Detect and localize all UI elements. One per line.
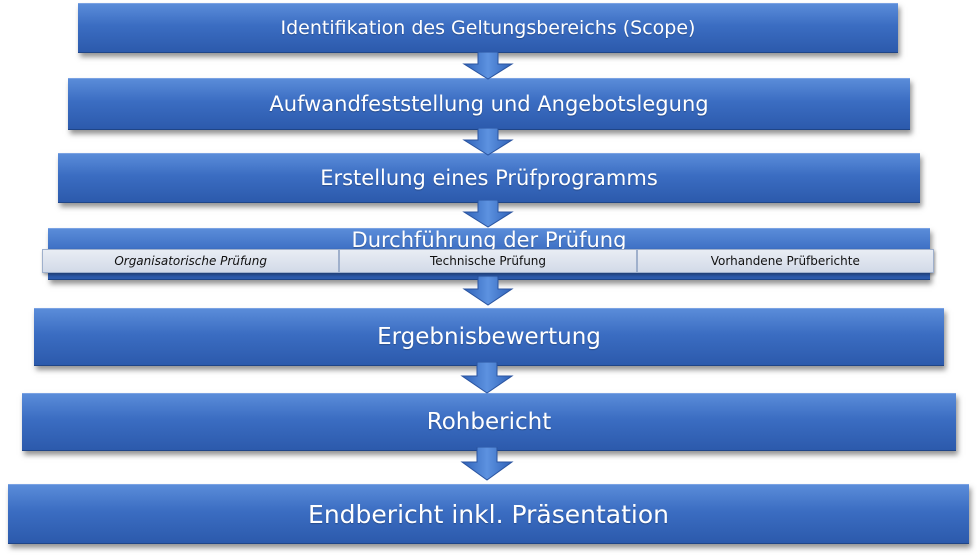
step-scope-identification: Identifikation des Geltungsbereichs (Sco… [78, 3, 898, 53]
down-arrow-icon [462, 52, 514, 80]
step-effort-and-offer: Aufwandfeststellung und Angebotslegung [68, 78, 910, 130]
subtask-technical: Technische Prüfung [339, 249, 637, 273]
step-label: Rohbericht [426, 409, 552, 435]
subtask-organizational: Organisatorische Prüfung [42, 249, 340, 273]
step-label: Durchführung der Prüfung [351, 228, 627, 252]
step-label: Identifikation des Geltungsbereichs (Sco… [280, 17, 696, 39]
step-draft-report: Rohbericht [22, 393, 956, 451]
step-label: Erstellung eines Prüfprogramms [320, 166, 658, 190]
step-result-evaluation: Ergebnisbewertung [34, 308, 944, 366]
down-arrow-icon [462, 276, 514, 306]
step-label: Ergebnisbewertung [377, 324, 601, 350]
subtask-existing-reports: Vorhandene Prüfberichte [636, 249, 934, 273]
down-arrow-icon [462, 200, 514, 228]
step-label: Endbericht inkl. Präsentation [308, 499, 669, 529]
step-audit-program: Erstellung eines Prüfprogramms [58, 153, 920, 203]
down-arrow-icon [462, 128, 514, 156]
audit-subtasks-bar: Organisatorische Prüfung Technische Prüf… [42, 249, 934, 273]
step-label: Aufwandfeststellung und Angebotslegung [269, 92, 709, 116]
step-final-report: Endbericht inkl. Präsentation [8, 484, 969, 544]
down-arrow-icon [460, 447, 514, 481]
down-arrow-icon [460, 362, 514, 394]
